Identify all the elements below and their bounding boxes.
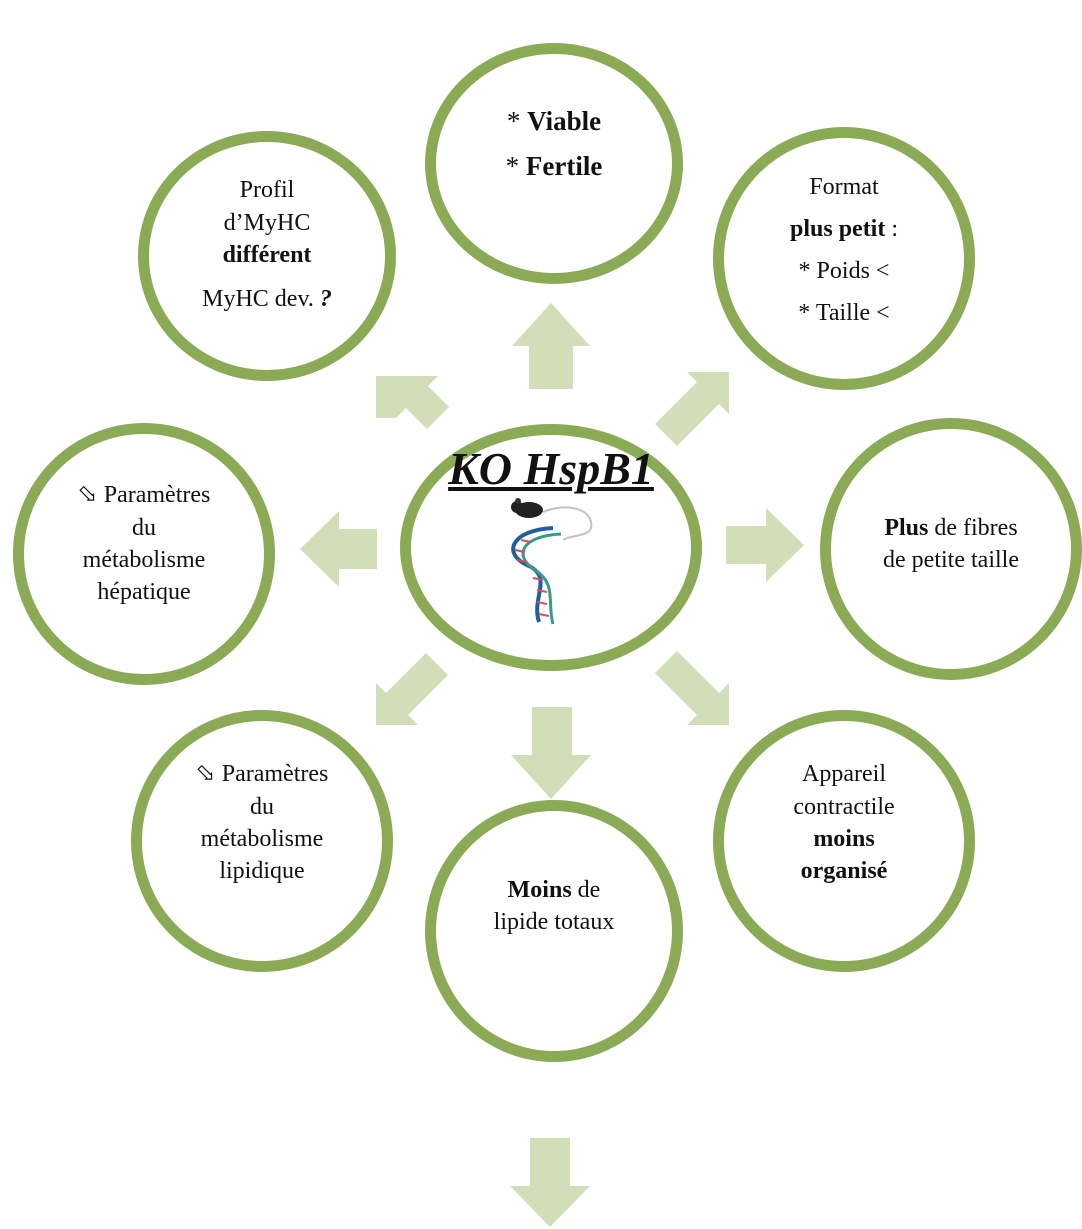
node-top-right: Format plus petit : * Poids < * Taille < (713, 127, 975, 390)
node-top: * Viable * Fertile (425, 43, 683, 284)
arrow-bottom (510, 1138, 590, 1227)
center-title: KO HspB1 (448, 443, 654, 494)
dna-strand-a (511, 526, 554, 623)
decrease-arrow-icon: ⬂ (77, 482, 98, 509)
mouse-dna-illustration (511, 498, 593, 625)
node-bottom-right-text: Appareil contractile moins organisé (793, 761, 895, 885)
node-bottom-right: Appareil contractile moins organisé (713, 710, 975, 972)
node-right: Plus de fibres de petite taille (820, 418, 1082, 680)
arrow-down-left (376, 653, 448, 725)
viable-label: Viable (527, 105, 602, 136)
arrow-right (726, 508, 804, 582)
node-top-left-text: Profil d’MyHC différent MyHC dev. ? (202, 177, 332, 313)
fertile-label: Fertile (525, 150, 603, 181)
arrow-up-right (655, 372, 729, 446)
node-bottom-text: Moins de lipide totaux (493, 876, 615, 935)
dna-rungs (514, 539, 550, 617)
arrow-left (300, 511, 377, 587)
mouse-tail (542, 506, 593, 541)
node-right-text: Plus de fibres de petite taille (883, 514, 1019, 573)
arrow-up-left (376, 376, 449, 429)
node-top-left: Profil d’MyHC différent MyHC dev. ? (138, 131, 396, 381)
node-top-text: * Viable * Fertile (505, 105, 603, 181)
node-bottom: Moins de lipide totaux (425, 800, 683, 1062)
node-left-text: ⬂ Paramètres du métabolisme hépatique (77, 482, 211, 606)
decrease-arrow-icon: ⬂ (195, 761, 216, 788)
arrow-down (511, 707, 591, 799)
node-bottom-left: ⬂ Paramètres du métabolisme lipidique (131, 710, 393, 972)
arrow-up (512, 303, 590, 389)
center-node: KO HspB1 (400, 424, 702, 671)
node-top-right-text: Format plus petit : * Poids < * Taille < (789, 173, 899, 326)
arrow-down-right (655, 651, 729, 725)
mouse-ear (515, 498, 521, 504)
node-left: ⬂ Paramètres du métabolisme hépatique (13, 423, 275, 685)
node-bottom-left-text: ⬂ Paramètres du métabolisme lipidique (195, 761, 329, 885)
mouse-head (511, 501, 523, 513)
dna-strand-b (521, 532, 562, 625)
